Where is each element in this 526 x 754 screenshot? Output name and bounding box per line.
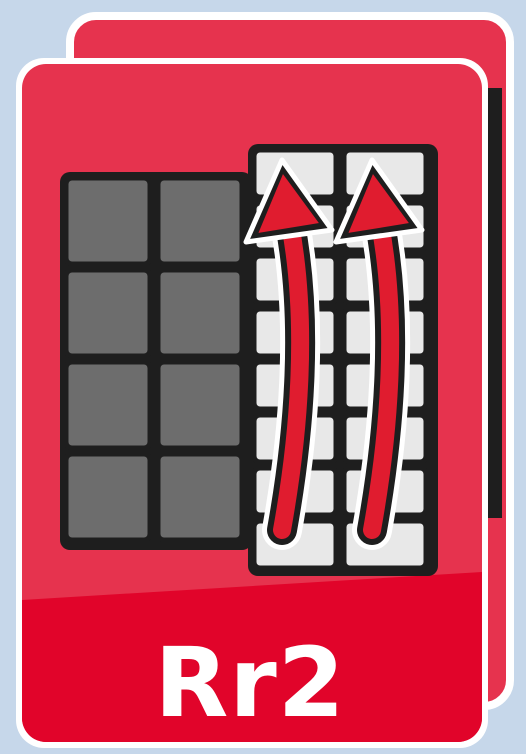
sticker-dark xyxy=(158,362,242,448)
cube-grid-dark xyxy=(60,172,252,550)
sticker-dark xyxy=(66,178,150,264)
move-notation-label: Rr2 xyxy=(20,628,480,738)
sticker-dark xyxy=(66,454,150,540)
sticker-dark xyxy=(158,454,242,540)
sticker-dark xyxy=(66,270,150,356)
sticker-dark xyxy=(158,178,242,264)
sticker-dark xyxy=(158,270,242,356)
sticker-dark xyxy=(66,362,150,448)
